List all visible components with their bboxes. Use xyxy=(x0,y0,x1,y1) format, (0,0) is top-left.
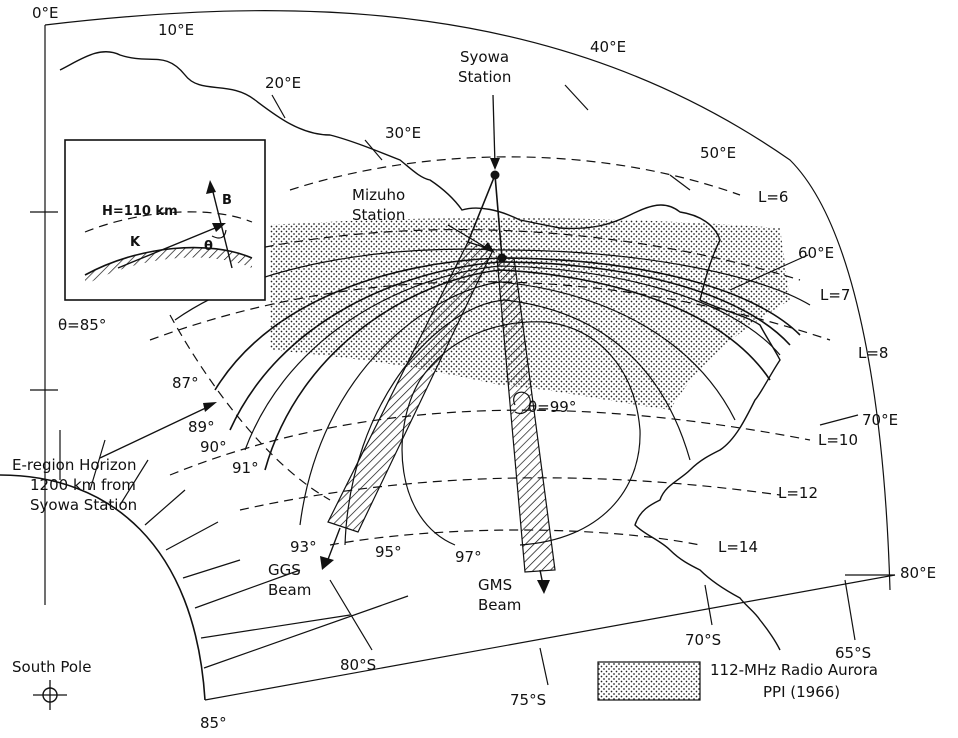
theta-95-label: 95° xyxy=(375,543,402,561)
lat-tick-80s xyxy=(329,579,373,651)
inset-ground-hatch xyxy=(85,247,252,285)
inset-height-arc xyxy=(84,211,253,233)
coastline xyxy=(59,51,781,651)
theta-85-label: θ=85° xyxy=(58,316,106,334)
syowa-pointer-arrowhead xyxy=(490,158,500,170)
lon-label-20e: 20°E xyxy=(265,74,301,92)
theta-97-label: 97° xyxy=(455,548,482,566)
inset-k-label: K xyxy=(130,235,141,250)
syowa-to-gms-line xyxy=(494,174,503,259)
theta-97-contour xyxy=(401,321,641,546)
mizuho-label-line2: Station xyxy=(352,206,405,224)
l-shell-7 xyxy=(249,229,801,281)
l-shell-7-label: L=7 xyxy=(820,286,850,304)
ggs-beam-label-line2: Beam xyxy=(268,581,311,599)
lat-tick-75s xyxy=(539,647,549,686)
lat-tick-65s xyxy=(844,579,856,641)
l-shell-6 xyxy=(289,156,741,196)
lon-label-10e: 10°E xyxy=(158,21,194,39)
e-region-horizon-arc xyxy=(169,314,331,501)
meridian-40e-tick xyxy=(564,84,589,111)
mizuho-label-line1: Mizuho xyxy=(352,186,405,204)
latitude-arc-65s xyxy=(44,10,891,591)
theta-89-label: 89° xyxy=(188,418,215,436)
inset-theta-arc xyxy=(211,229,227,239)
ggs-beam-arrowhead xyxy=(320,556,334,570)
theta-90-label: 90° xyxy=(200,438,227,456)
inset-b-vector xyxy=(211,187,233,269)
mizuho-label-pointer xyxy=(447,224,491,251)
horizon-pointer-arrowhead xyxy=(203,402,217,412)
south-pole-spokes xyxy=(59,430,409,669)
horizon-pointer xyxy=(99,404,213,459)
inset-theta-label: θ xyxy=(204,239,213,254)
legend-swatch xyxy=(597,661,701,701)
horizon-label-line3: Syowa Station xyxy=(30,496,137,514)
theta-91-label: 91° xyxy=(232,459,259,477)
l-shell-12 xyxy=(239,477,781,511)
inset-b-arrowhead xyxy=(206,180,216,194)
lon-label-50e: 50°E xyxy=(700,144,736,162)
syowa-label-line2: Station xyxy=(458,68,511,86)
ggs-beam-arrow-line xyxy=(326,527,341,563)
lat-label-65s: 65°S xyxy=(835,644,871,662)
l-shell-8-label: L=8 xyxy=(858,344,888,362)
lat-label-85: 85° xyxy=(200,714,227,732)
horizon-label-line2: 1200 km from xyxy=(30,476,136,494)
ggs-beam-label-line1: GGS xyxy=(268,561,301,579)
lat-label-80s: 80°S xyxy=(340,656,376,674)
lat-tick-70s xyxy=(704,584,713,626)
inset-k-vector xyxy=(117,225,221,269)
meridian-50e-tick xyxy=(669,174,691,191)
lon-label-30e: 30°E xyxy=(385,124,421,142)
syowa-label-line1: Syowa xyxy=(460,48,509,66)
mizuho-station-marker xyxy=(497,253,507,263)
inset-k-arrowhead xyxy=(212,223,226,232)
lon-label-80e: 80°E xyxy=(900,564,936,582)
gms-beam xyxy=(496,257,556,573)
lon-label-0e: 0°E xyxy=(32,4,59,22)
lat-label-70s: 70°S xyxy=(685,631,721,649)
l-shell-12-label: L=12 xyxy=(778,484,818,502)
theta-87-label: 87° xyxy=(172,374,199,392)
gms-beam-label-line1: GMS xyxy=(478,576,512,594)
inset-b-label: B xyxy=(222,193,232,208)
south-pole-label: South Pole xyxy=(12,658,91,676)
radio-aurora-region xyxy=(270,217,790,410)
south-pole-region xyxy=(0,474,206,701)
legend-label-line1: 112-MHz Radio Aurora xyxy=(710,661,878,679)
gms-beam-label-line2: Beam xyxy=(478,596,521,614)
lat-label-75s: 75°S xyxy=(510,691,546,709)
syowa-station-marker xyxy=(490,170,500,180)
gms-beam-arrowhead xyxy=(537,580,550,594)
meridian-60e-tick xyxy=(729,254,809,291)
lon-label-70e: 70°E xyxy=(862,411,898,429)
syowa-label-pointer xyxy=(492,94,496,166)
legend-label-line2: PPI (1966) xyxy=(763,683,840,701)
lon-label-40e: 40°E xyxy=(590,38,626,56)
horizon-label-line1: E-region Horizon xyxy=(12,456,136,474)
l-shell-10-label: L=10 xyxy=(818,431,858,449)
l-shell-10 xyxy=(169,409,811,476)
latitude-line-85 xyxy=(204,574,896,701)
l-shell-6-label: L=6 xyxy=(758,188,788,206)
theta-85-contour xyxy=(174,248,811,321)
theta-93-label: 93° xyxy=(290,538,317,556)
syowa-to-ggs-line xyxy=(467,174,496,243)
inset-height-label: H=110 km xyxy=(102,204,178,219)
meridian-70e-tick xyxy=(819,414,859,426)
l-shell-14-label: L=14 xyxy=(718,538,758,556)
mizuho-pointer-arrowhead xyxy=(482,242,495,253)
lon-label-60e: 60°E xyxy=(798,244,834,262)
theta-99-label: θ=99° xyxy=(528,398,576,416)
l-shell-14 xyxy=(329,529,701,546)
meridian-20e-tick xyxy=(271,94,286,119)
